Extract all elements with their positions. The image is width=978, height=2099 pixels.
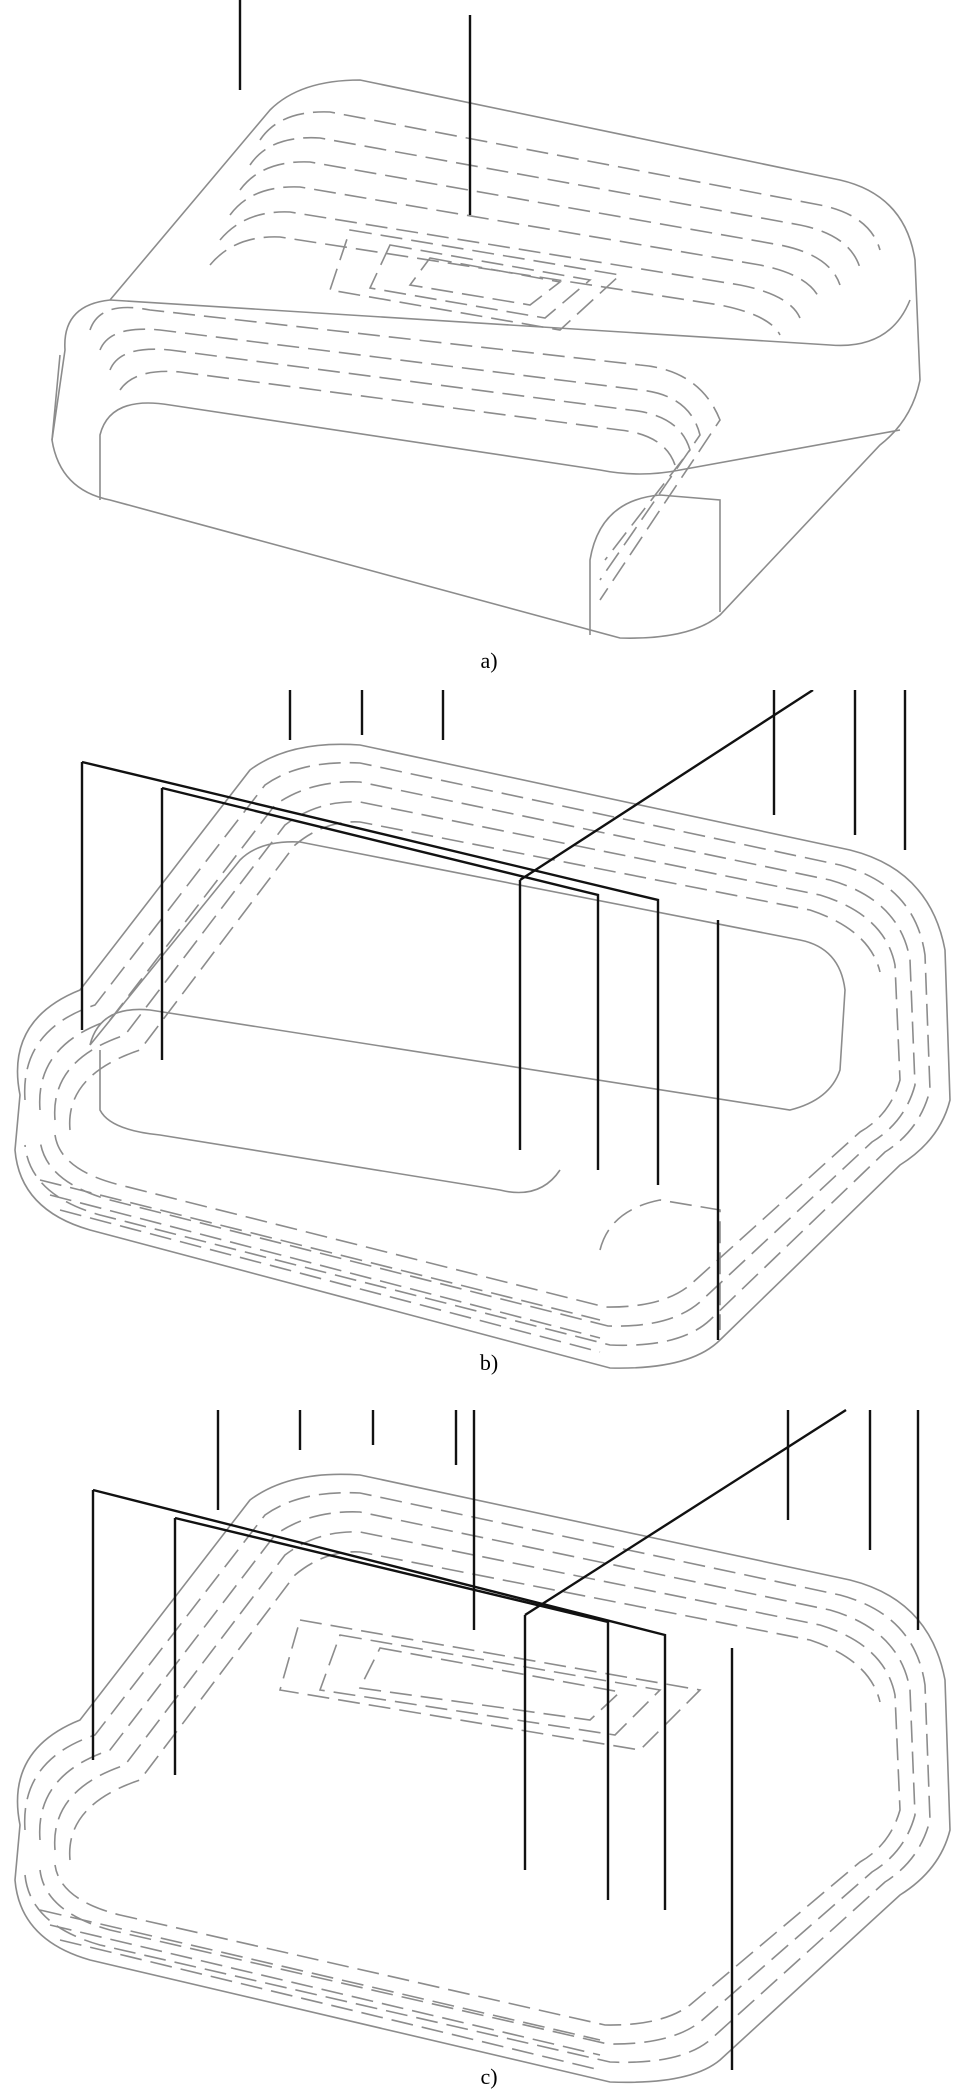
caption-a: a): [480, 648, 498, 673]
toolpath-diagram-c: [14, 1408, 951, 2084]
part-outline: [51, 79, 921, 639]
part-outline: [14, 743, 951, 1369]
part-side: [51, 354, 61, 441]
part-corner: [589, 494, 721, 635]
panel-a: a): [0, 0, 978, 690]
part-outline: [14, 1473, 951, 2084]
toolpath-diagram-a: [51, 0, 921, 639]
tool-lines: [80, 690, 907, 1340]
roughing-passes: [23, 1491, 931, 2071]
part-bottom-edge: [99, 402, 901, 500]
caption-c: c): [480, 2064, 498, 2089]
panel-c: c): [0, 1390, 978, 2099]
caption-b: b): [479, 1350, 499, 1375]
roughing-passes: [23, 761, 931, 1353]
panel-b: b): [0, 690, 978, 1390]
part-top-edge: [109, 299, 911, 347]
inner-bottom: [99, 1050, 561, 1194]
toolpath-diagram-b: [14, 690, 951, 1369]
inner-outline: [89, 841, 846, 1111]
roughing-passes: [89, 111, 881, 601]
tool-lines: [91, 1408, 920, 2070]
